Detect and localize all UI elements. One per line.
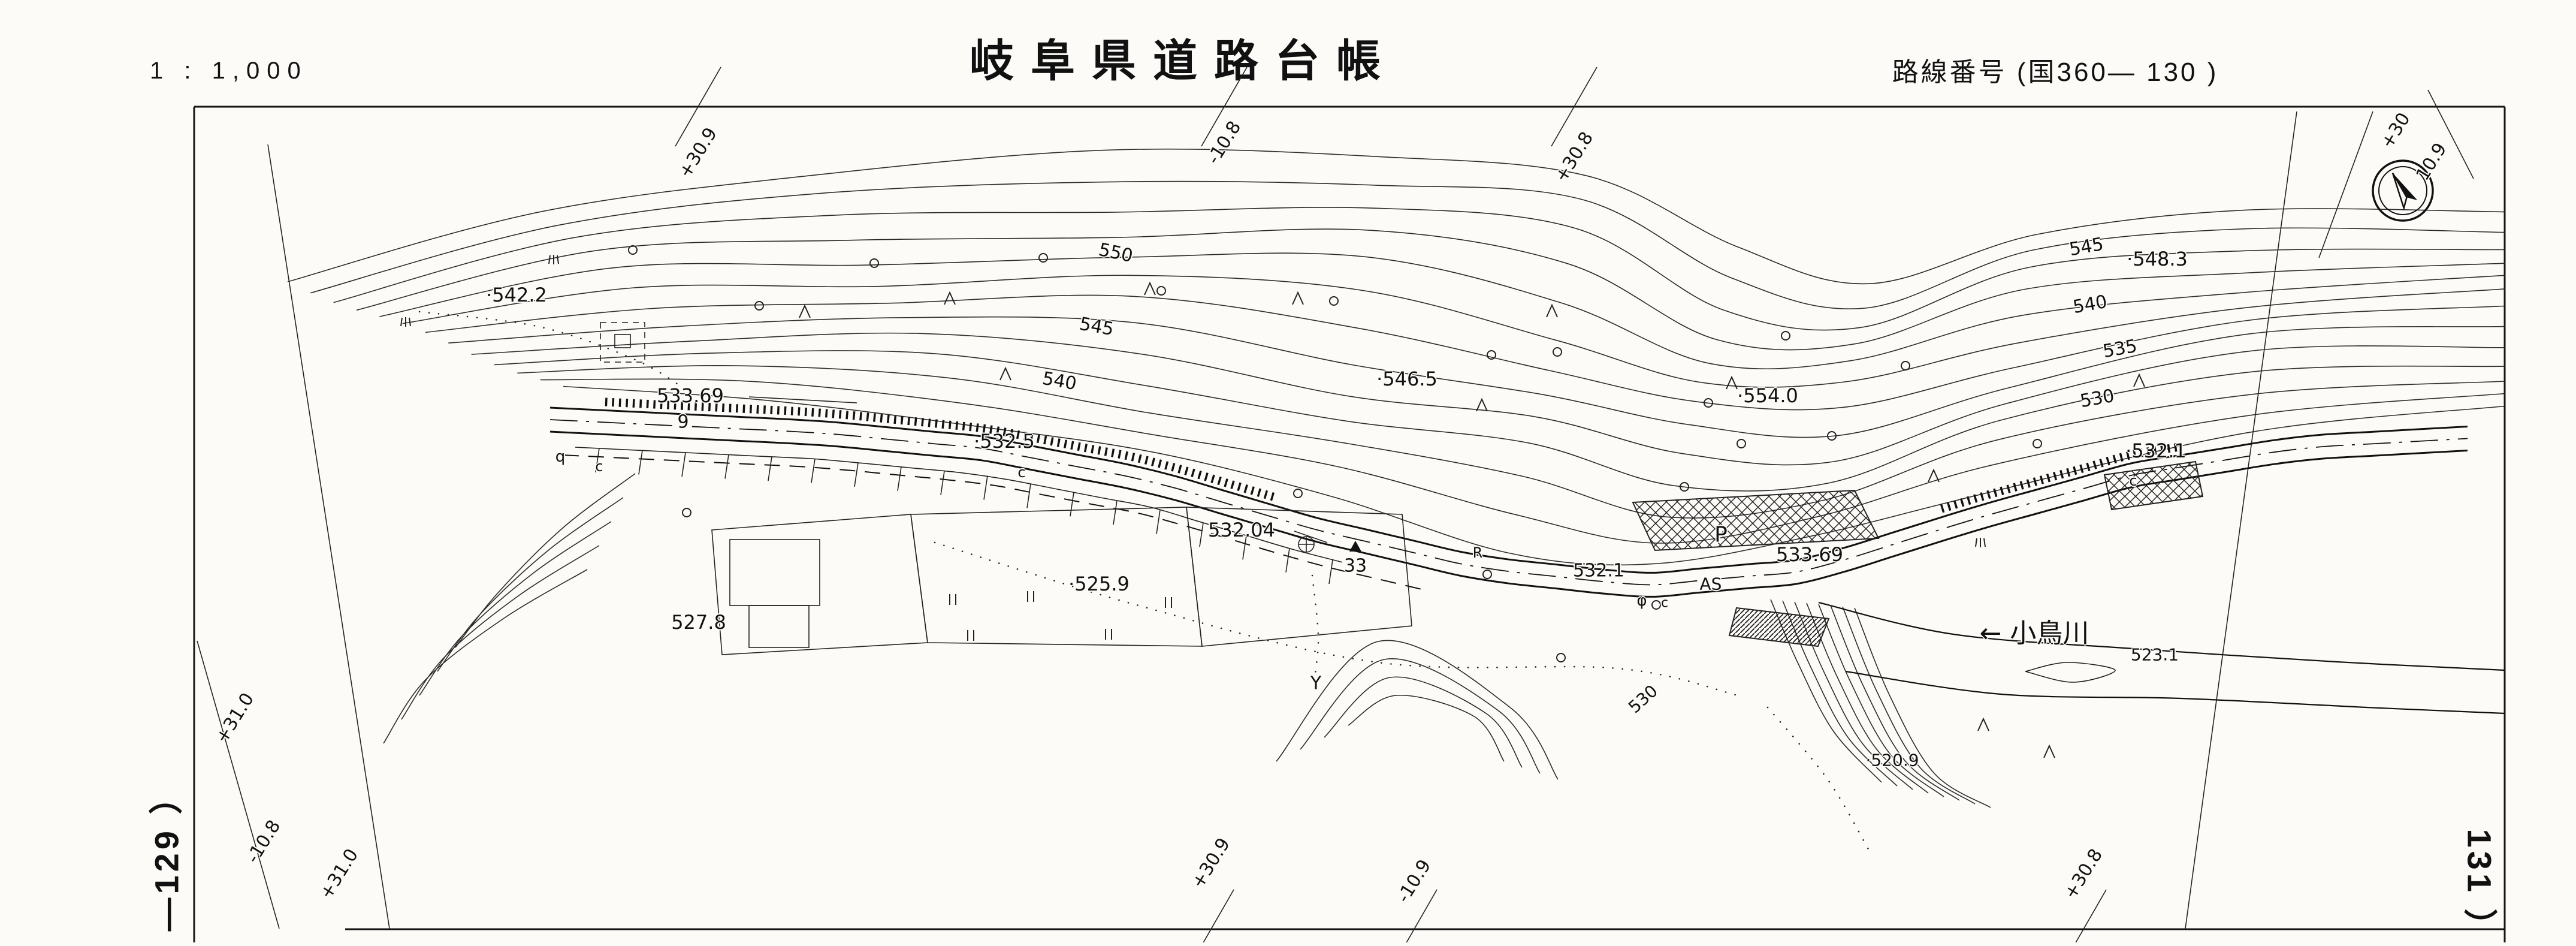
conifer-symbol (1977, 717, 1989, 731)
paddy-symbol (1027, 591, 1034, 602)
tree-circle-symbol (682, 508, 691, 517)
sheet-frame (193, 89, 2506, 942)
paddy-symbol (949, 594, 956, 605)
corner-tick (2318, 111, 2373, 258)
corner-tick-2 (2427, 89, 2474, 179)
adjacent-sheet-left: —129 ） (147, 777, 186, 932)
tree-circle-symbol (1487, 350, 1496, 360)
paddy-symbol (1165, 597, 1172, 608)
conifer-symbol (799, 304, 811, 318)
tree-circle-symbol (1901, 361, 1910, 370)
tree-circle-symbol (754, 301, 764, 311)
north-arrow-icon (2372, 159, 2434, 222)
conifer-symbol (2133, 373, 2145, 387)
conifer-symbol (1546, 303, 1558, 318)
tree-circle-symbol (1553, 347, 1562, 357)
tree-circle-symbol (1038, 253, 1048, 263)
conifer-symbol (999, 366, 1011, 381)
tree-circle-symbol (1293, 489, 1303, 498)
tree-circle-symbol (1156, 286, 1166, 296)
route-number: 路線番号 (国360— 130 ) (1892, 58, 2219, 87)
adjacent-sheet-right: 131 ） (2460, 828, 2499, 946)
tree-circle-symbol (1556, 653, 1566, 662)
tree-circle-symbol (1651, 600, 1661, 610)
tree-circle-symbol (1704, 398, 1713, 408)
grass-symbol (1975, 538, 1986, 547)
map-features (287, 67, 2505, 942)
tree-circle-symbol (1781, 331, 1790, 341)
conifer-symbol (2043, 744, 2055, 758)
conifer-symbol (1476, 397, 1488, 412)
tree-circle-symbol (2033, 439, 2042, 448)
neat-line-left (267, 144, 390, 929)
grass-symbol (548, 255, 559, 264)
neat-line-right (2185, 111, 2297, 929)
paddy-symbol (1105, 629, 1112, 640)
tree-circle-symbol (1329, 296, 1339, 306)
conifer-symbol (1292, 291, 1304, 305)
tree-circle-symbol (628, 245, 638, 255)
paddy-symbol (967, 630, 974, 641)
conifer-symbol (1726, 375, 1738, 390)
neat-line-left-2 (197, 640, 280, 929)
conifer-symbol (1928, 468, 1940, 483)
tree-circle-symbol (1737, 439, 1746, 448)
conifer-symbol (944, 291, 956, 305)
tree-circle-symbol (1680, 482, 1689, 492)
tree-circle-symbol (1482, 570, 1492, 579)
grass-symbol (400, 317, 411, 327)
tree-circle-symbol (1827, 431, 1837, 441)
scale-label: 1 : 1,000 (150, 58, 308, 84)
tree-circle-symbol (869, 258, 879, 268)
conifer-symbol (1144, 281, 1156, 296)
page-title: 岐阜県道路台帳 (970, 36, 1397, 86)
